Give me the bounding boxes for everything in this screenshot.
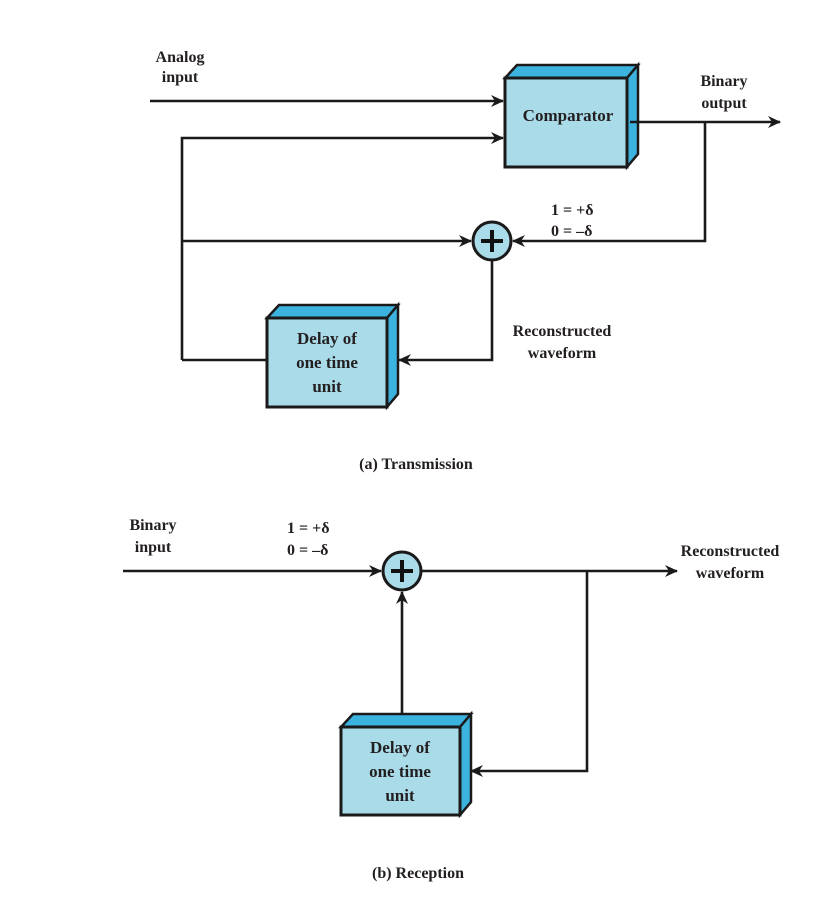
reconstructed-label-line2: waveform (528, 345, 597, 362)
delay-front-face (339, 725, 462, 817)
caption-transmission: (a) Transmission (359, 456, 473, 473)
delay-block-transmission: Delay of one time unit (264, 301, 401, 411)
summer-transmission (471, 220, 513, 262)
delay-label-line3: unit (385, 786, 415, 805)
delay-front-face (265, 316, 389, 409)
delay-label-line2: one time (369, 762, 431, 781)
reception-diagram: Binary input 1 = +δ 0 = –δ Reconstructed… (123, 517, 779, 882)
comparator-block: Comparator (502, 61, 641, 171)
reconstructed-label-line1: Reconstructed (513, 323, 612, 340)
mapping-label-line1: 1 = +δ (551, 202, 594, 219)
transmission-diagram: Analog input Comparator Binary output 1 … (150, 49, 781, 473)
comparator-front-face (503, 76, 629, 169)
delay-label-line3: unit (312, 377, 342, 396)
feedback-to-delay-wire (470, 571, 589, 777)
reconstructed-label-line2: waveform (696, 565, 765, 582)
delay-label-line1: Delay of (297, 329, 357, 348)
delay-label-line2: one time (296, 353, 358, 372)
caption-reception: (b) Reception (372, 865, 464, 882)
binary-input-label-line1: Binary (129, 517, 176, 534)
output-feedback-wire (512, 122, 707, 247)
binary-input-label-line2: input (135, 539, 172, 556)
mapping-label-line2: 0 = –δ (287, 542, 328, 559)
binary-output-label-line1: Binary (700, 73, 747, 90)
reconstructed-label-line1: Reconstructed (681, 543, 780, 560)
delay-label-line1: Delay of (370, 738, 430, 757)
summer-reception (381, 550, 423, 592)
delay-block-reception: Delay of one time unit (338, 710, 474, 819)
delay-top-face (338, 712, 474, 729)
binary-output-label-line2: output (701, 95, 747, 112)
comparator-label: Comparator (523, 106, 614, 125)
delay-side-face (458, 710, 473, 819)
analog-input-label-line2: input (162, 69, 199, 86)
comparator-top-face (502, 63, 641, 80)
reconstructed-to-delay-wire (398, 260, 494, 366)
delay-top-face (264, 303, 401, 320)
mapping-label-line2: 0 = –δ (551, 223, 592, 240)
mapping-label-line1: 1 = +δ (287, 520, 330, 537)
comparator-side-face (625, 61, 640, 171)
delay-side-face (385, 301, 400, 411)
analog-input-label-line1: Analog (156, 49, 205, 66)
feedback-to-comparator-wire (180, 132, 504, 360)
